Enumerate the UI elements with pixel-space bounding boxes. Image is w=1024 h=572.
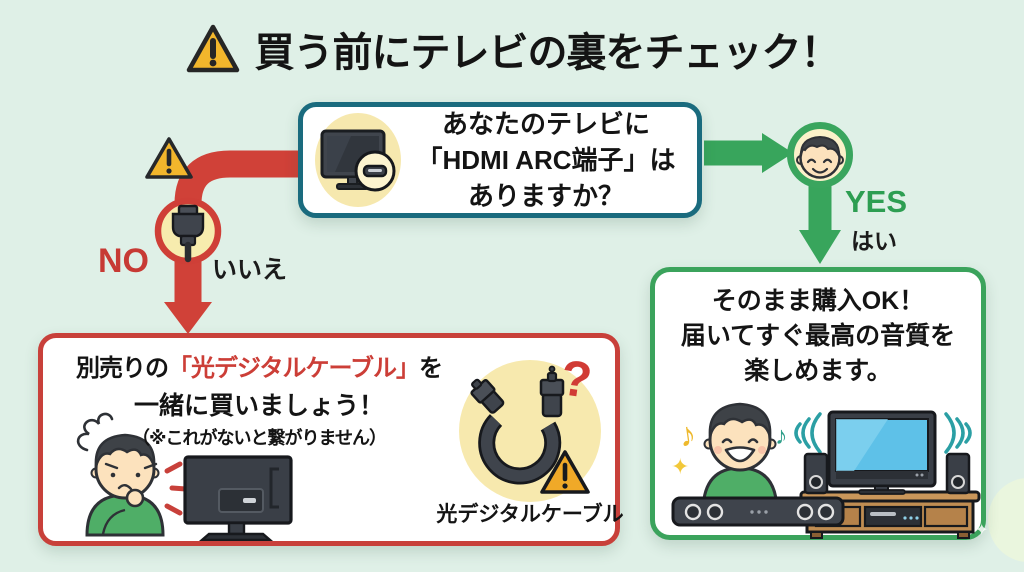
no-result-line2: 一緒に買いましょう！ xyxy=(133,392,384,420)
warning-icon xyxy=(186,24,239,73)
sound-waves-icon xyxy=(794,412,972,454)
tv-cabinet-icon xyxy=(799,490,981,539)
speaker-icon xyxy=(803,452,971,495)
no-label: NO xyxy=(98,242,149,280)
tv-hdmi-icon xyxy=(315,113,401,207)
no-result-box: 別売りの「光デジタルケーブル」を 一緒に買いましょう！ （※これがないと繋がりま… xyxy=(38,333,624,546)
question-box: あなたのテレビに 「HDMI ARC端子」は ありますか？ xyxy=(298,102,702,218)
happy-listening-illustration xyxy=(671,402,981,539)
worried-person-icon xyxy=(85,433,165,537)
sparkle-icon: ✦ xyxy=(975,522,989,539)
tv-back-icon xyxy=(183,455,293,541)
hdmi-plug-icon xyxy=(154,197,222,265)
no-arrow xyxy=(164,150,302,334)
line1-suffix: を xyxy=(419,355,443,382)
warning-icon-cable xyxy=(540,450,590,494)
happy-person-icon xyxy=(701,402,779,514)
line1-highlight: 「光デジタルケーブル」 xyxy=(167,355,420,382)
tv-front-icon xyxy=(827,410,937,495)
yes-arrow xyxy=(704,133,841,264)
tv-with-magnifier-icon xyxy=(320,129,396,192)
question-line: 「HDMI ARC端子」は xyxy=(416,145,676,175)
page-title: 買う前にテレビの裏をチェック！ xyxy=(254,31,841,75)
sparkle-icon: ✦ xyxy=(671,454,690,479)
no-box-illustration xyxy=(76,360,601,541)
question-line: ありますか？ xyxy=(467,181,624,211)
yes-result-line: 楽しめます。 xyxy=(744,357,892,385)
confused-squiggle-icon xyxy=(76,412,114,452)
yes-result-text: そのまま購入OK！ 届いてすぐ最高の音質を 楽しめます。 xyxy=(655,284,981,389)
no-result-line1: 別売りの「光デジタルケーブル」を xyxy=(49,348,469,383)
no-result-note: （※これがないと繋がりません） xyxy=(132,428,387,448)
yes-result-box: そのまま購入OK！ 届いてすぐ最高の音質を 楽しめます。 ♪ ♪ ✦ xyxy=(650,267,986,540)
soundbar-icon xyxy=(671,496,845,527)
happy-face-icon xyxy=(787,122,853,188)
question-text: あなたのテレビに 「HDMI ARC端子」は ありますか？ xyxy=(401,106,697,214)
title: 買う前にテレビの裏をチェック！ xyxy=(0,20,1024,78)
warning-icon-small xyxy=(145,137,193,179)
music-note-icon: ♪ xyxy=(775,422,788,450)
cable-label: 光デジタルケーブル xyxy=(436,503,624,526)
yes-result-line: 届いてすぐ最高の音質を xyxy=(680,322,956,350)
yes-label: YES xyxy=(845,184,908,219)
question-line: あなたのテレビに xyxy=(441,109,650,139)
yes-sublabel: はい xyxy=(851,228,897,254)
no-result-text: 別売りの「光デジタルケーブル」を 一緒に買いましょう！ （※これがないと繋がりま… xyxy=(49,348,469,450)
corner-decoration xyxy=(988,478,1024,562)
line1-prefix: 別売りの xyxy=(75,355,169,382)
no-sublabel: いいえ xyxy=(212,256,288,284)
yes-result-line: そのまま購入OK！ xyxy=(711,287,925,315)
emphasis-marks-icon xyxy=(164,461,189,516)
